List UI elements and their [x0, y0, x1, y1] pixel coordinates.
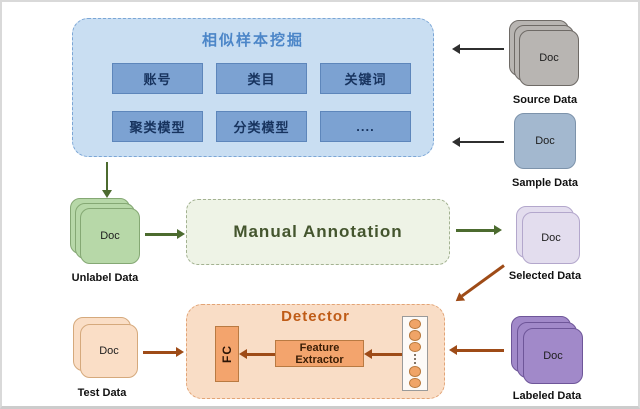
neuron-circle [409, 318, 421, 330]
mining-item-classify-model: 分类模型 [216, 111, 307, 142]
doc-label: Doc [539, 52, 559, 64]
labeled-data-label: Labeled Data [512, 390, 582, 402]
arrow-labeled-to-detector [449, 345, 504, 355]
doc-label: Doc [541, 232, 561, 244]
fc-label: FC [220, 345, 234, 363]
mining-item-category: 类目 [216, 63, 307, 94]
source-data-stack: Doc [509, 20, 581, 88]
doc-card: Doc [80, 208, 140, 264]
mining-item-keyword: 关键词 [320, 63, 411, 94]
feature-extractor-box: Feature Extractor [275, 340, 364, 367]
doc-label: Doc [100, 230, 120, 242]
arrow-strip-to-feature-extractor [364, 349, 402, 359]
doc-card: Doc [80, 324, 138, 378]
source-data-label: Source Data [512, 94, 578, 106]
arrow-annotation-to-selected [456, 225, 502, 235]
neuron-circle [409, 330, 421, 341]
selected-data-label: Selected Data [508, 270, 582, 282]
feature-extractor-label: Feature Extractor [295, 341, 344, 366]
manual-annotation-label: Manual Annotation [233, 222, 403, 241]
neuron-circle [409, 341, 421, 353]
vertical-ellipsis [414, 354, 416, 365]
doc-card: Doc [514, 113, 576, 169]
arrow-feature-extractor-to-fc [239, 349, 275, 359]
fc-layer-box: FC [215, 326, 239, 382]
unlabel-data-label: Unlabel Data [71, 272, 139, 284]
mining-item-account: 账号 [112, 63, 203, 94]
detector-panel: Detector FC Feature Extractor [186, 304, 445, 399]
arrow-mining-to-unlabel [102, 162, 112, 198]
mining-panel-title: 相似样本挖掘 [201, 32, 304, 49]
mining-item-cluster-model: 聚类模型 [112, 111, 203, 142]
selected-data-stack: Doc [516, 206, 582, 266]
detector-title: Detector [281, 308, 350, 325]
neuron-circle [409, 366, 421, 377]
doc-label: Doc [99, 345, 119, 357]
arrow-source-to-mining [452, 44, 504, 54]
similar-sample-mining-panel: 相似样本挖掘 账号 类目 关键词 聚类模型 分类模型 .... [72, 18, 434, 157]
manual-annotation-box: Manual Annotation [186, 199, 450, 265]
arrow-sample-to-mining [452, 137, 504, 147]
feature-vector-strip [402, 316, 428, 391]
labeled-data-stack: Doc [511, 316, 585, 386]
arrow-test-to-detector [143, 347, 184, 357]
mining-item-ellipsis: .... [320, 111, 411, 142]
doc-card: Doc [519, 30, 579, 86]
arrow-unlabel-to-annotation [145, 229, 185, 239]
doc-label: Doc [535, 135, 555, 147]
unlabel-data-stack: Doc [70, 198, 142, 266]
doc-card: Doc [523, 328, 583, 384]
neuron-circle [409, 377, 421, 389]
doc-label: Doc [543, 350, 563, 362]
doc-card: Doc [522, 212, 580, 264]
test-data-label: Test Data [77, 387, 127, 399]
sample-data-stack: Doc [514, 113, 578, 171]
sample-data-label: Sample Data [511, 177, 579, 189]
test-data-stack: Doc [73, 317, 139, 379]
